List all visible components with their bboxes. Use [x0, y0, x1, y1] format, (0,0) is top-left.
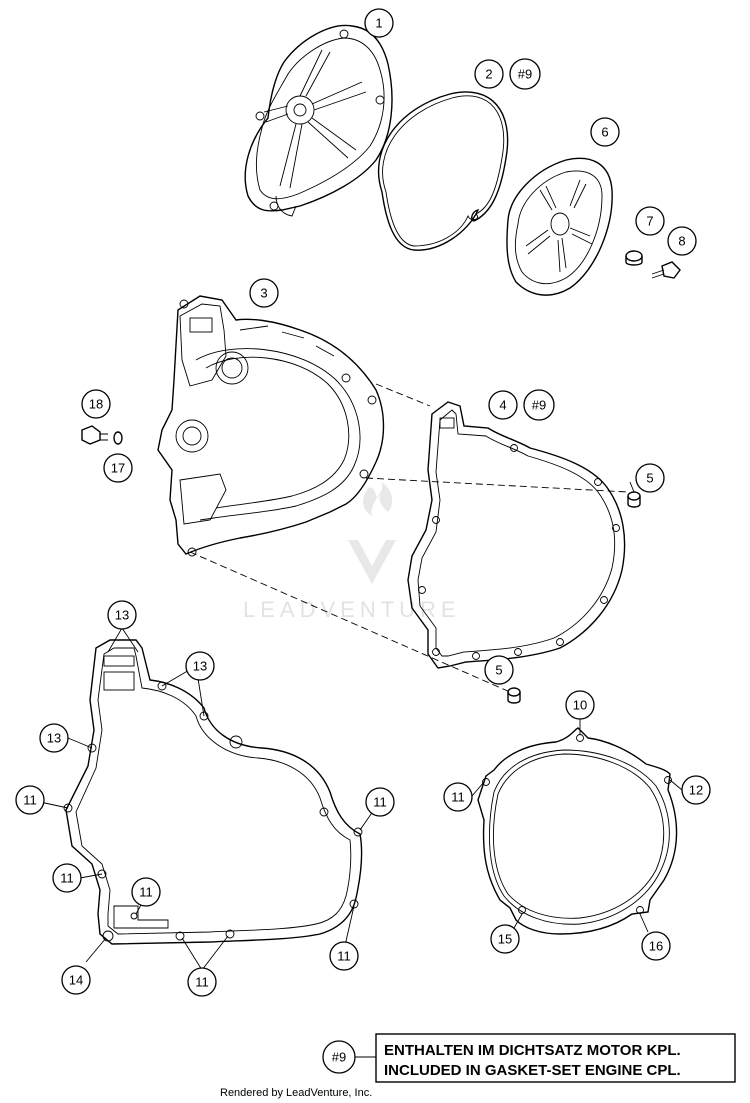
callout-11-b-label: 11: [373, 795, 387, 810]
callout-12-label: 12: [689, 783, 703, 798]
callout-12: 12: [681, 775, 711, 805]
callout-1-label: 1: [375, 16, 382, 31]
callout-6: 6: [590, 117, 620, 147]
callout-11-g: 11: [443, 782, 473, 812]
callout-4: 4: [488, 390, 518, 420]
note-line-1: ENTHALTEN IM DICHTSATZ MOTOR KPL.: [384, 1042, 681, 1059]
callout-10-label: 10: [573, 698, 587, 713]
callout-5-lower-label: 5: [495, 663, 502, 678]
part-dowel-sleeve-lower: [507, 687, 521, 704]
callout-4-ref-label: #9: [532, 398, 546, 413]
part-outer-clutch-cover: [244, 24, 393, 217]
callout-11-f: 11: [187, 967, 217, 997]
callout-3-label: 3: [260, 286, 267, 301]
part-inner-gasket: [63, 639, 363, 945]
callout-1: 1: [364, 8, 394, 38]
callout-3: 3: [249, 278, 279, 308]
part-cover-plate: [506, 157, 613, 296]
callout-11-b: 11: [365, 787, 395, 817]
part-washer: [625, 250, 643, 266]
callout-16-label: 16: [649, 939, 663, 954]
callout-2: 2: [474, 59, 504, 89]
callout-13-a-label: 13: [115, 608, 129, 623]
callout-13-a: 13: [107, 600, 137, 630]
callout-6-label: 6: [601, 125, 608, 140]
callout-11-f-label: 11: [195, 975, 209, 990]
callout-11-g-label: 11: [451, 790, 465, 805]
callout-14: 14: [61, 965, 91, 995]
callout-15: 15: [490, 924, 520, 954]
part-plug-screw: [81, 425, 108, 445]
callout-15-label: 15: [498, 932, 512, 947]
callout-11-d-label: 11: [139, 885, 153, 900]
part-seal-ring: [113, 431, 123, 445]
callout-13-b: 13: [185, 651, 215, 681]
callout-17-label: 17: [111, 461, 125, 476]
part-bolt: [651, 261, 681, 279]
callout-11-d: 11: [131, 877, 161, 907]
callout-13-c: 13: [39, 723, 69, 753]
callout-11-a: 11: [15, 785, 45, 815]
projection-lines: [189, 383, 629, 693]
callout-17: 17: [103, 453, 133, 483]
gasket-set-note: #9 ENTHALTEN IM DICHTSATZ MOTOR KPL. INC…: [322, 1033, 736, 1083]
callout-18: 18: [81, 389, 111, 419]
callout-5-upper-label: 5: [646, 471, 653, 486]
callout-18-label: 18: [89, 397, 103, 412]
note-box: [375, 1033, 736, 1083]
note-ref-callout: #9: [322, 1040, 356, 1074]
callout-14-label: 14: [69, 973, 83, 988]
callout-5-upper: 5: [635, 463, 665, 493]
note-line-2: INCLUDED IN GASKET-SET ENGINE CPL.: [384, 1062, 681, 1079]
callout-16: 16: [641, 931, 671, 961]
part-clutch-cover-housing: [157, 295, 385, 557]
callout-2-label: 2: [485, 67, 492, 82]
watermark: LEADVENTURE: [243, 482, 461, 622]
callout-11-a-label: 11: [23, 793, 37, 808]
callout-7: 7: [635, 206, 665, 236]
callout-2-ref-label: #9: [518, 67, 532, 82]
callout-11-e: 11: [329, 941, 359, 971]
callout-13-c-label: 13: [47, 731, 61, 746]
callout-7-label: 7: [646, 214, 653, 229]
callout-11-c-label: 11: [60, 871, 74, 886]
part-o-ring: [377, 91, 509, 251]
callout-11-e-label: 11: [337, 949, 351, 964]
part-gasket-clutch-cover: [407, 401, 626, 669]
callout-8-label: 8: [678, 234, 685, 249]
rendered-by-footer: Rendered by LeadVenture, Inc.: [220, 1087, 372, 1099]
callout-8: 8: [667, 226, 697, 256]
note-ref-label: #9: [332, 1050, 346, 1065]
callout-10: 10: [565, 690, 595, 720]
watermark-text: LEADVENTURE: [243, 597, 461, 622]
part-round-gasket: [477, 727, 678, 935]
callout-11-c: 11: [52, 863, 82, 893]
part-dowel-sleeve-upper: [627, 491, 641, 508]
callout-5-lower: 5: [484, 655, 514, 685]
callout-4-ref: #9: [523, 389, 555, 421]
callout-4-label: 4: [499, 398, 506, 413]
callout-13-b-label: 13: [193, 659, 207, 674]
callout-2-ref: #9: [509, 58, 541, 90]
